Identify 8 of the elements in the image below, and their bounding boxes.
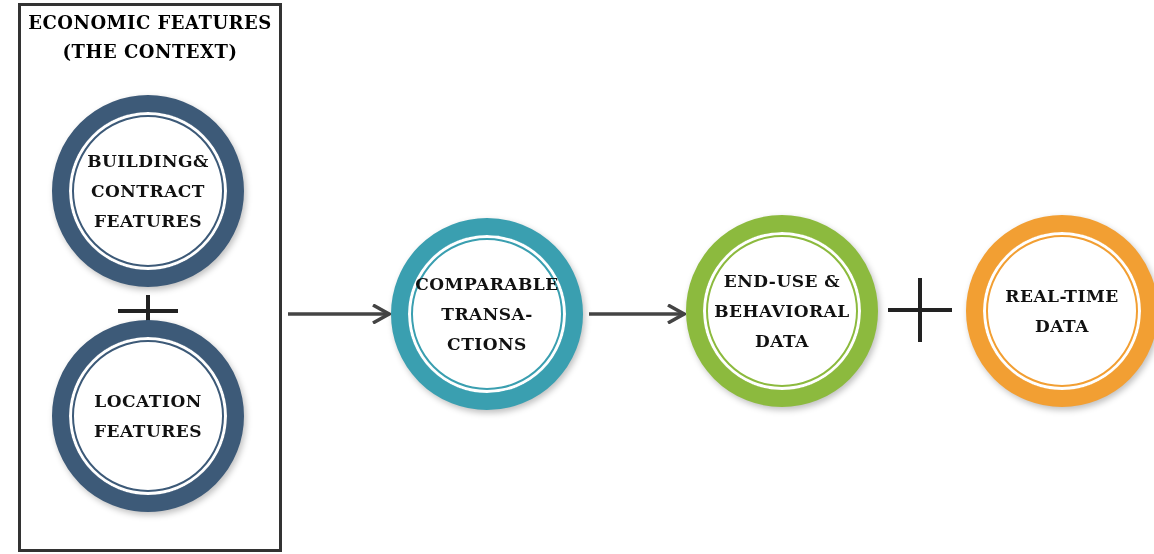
- arrow: [589, 303, 686, 325]
- arrow: [288, 303, 391, 325]
- group-title: ECONOMIC FEATURES (THE CONTEXT): [27, 11, 273, 64]
- group-frame: [18, 3, 282, 552]
- node-label: REAL-TIME DATA: [1004, 285, 1120, 338]
- node-label: LOCATION FEATURES: [92, 390, 204, 443]
- node-label: BUILDING& CONTRACT FEATURES: [86, 150, 210, 233]
- node-label: END-USE & BEHAVIORAL DATA: [713, 270, 851, 353]
